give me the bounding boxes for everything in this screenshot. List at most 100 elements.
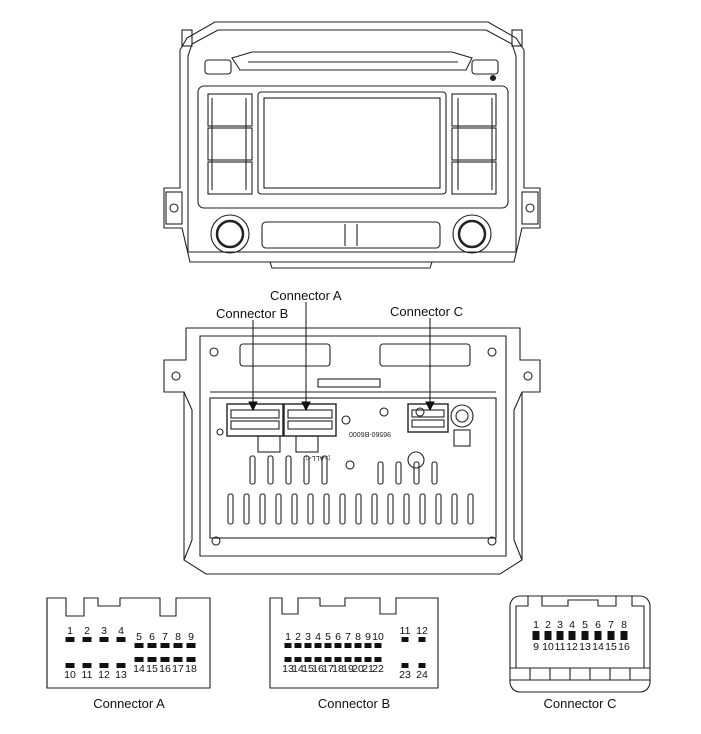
callout-connector-c: Connector C — [390, 304, 463, 319]
pin-terminal — [324, 643, 332, 648]
pin-number: 11 — [400, 625, 411, 637]
pin-number: 4 — [569, 619, 575, 631]
pin-number: 3 — [557, 619, 563, 631]
pin-terminal — [186, 643, 196, 648]
pin-number: 1 — [533, 619, 539, 631]
pin-number: 1 — [285, 631, 291, 643]
pin-terminal — [374, 643, 382, 648]
pin-number: 10 — [64, 669, 76, 681]
pin-terminal — [147, 643, 157, 648]
pin-number: 13 — [282, 663, 294, 675]
pin-number: 8 — [175, 631, 181, 643]
vent-slots — [227, 455, 474, 525]
connector-c-housing — [509, 595, 651, 693]
pin-number: 6 — [595, 619, 601, 631]
pin-number: 11 — [82, 669, 93, 681]
pin-number: 15 — [146, 663, 158, 675]
part-number-marking: 96560-B6000 — [349, 430, 391, 437]
caption-connector-b: Connector B — [317, 696, 391, 711]
pin-terminal — [82, 663, 92, 668]
pin-terminal — [581, 635, 589, 640]
pin-terminal — [160, 657, 170, 662]
pin-number: 6 — [149, 631, 155, 643]
pin-number: 9 — [188, 631, 194, 643]
pin-terminal — [594, 631, 602, 636]
pin-terminal — [607, 631, 615, 636]
pin-terminal — [532, 635, 540, 640]
pin-terminal — [65, 637, 75, 642]
pin-number: 7 — [162, 631, 168, 643]
pin-terminal — [354, 657, 362, 662]
pin-number: 16 — [159, 663, 171, 675]
pin-number: 2 — [84, 625, 90, 637]
callout-connector-a: Connector A — [270, 288, 342, 303]
pin-terminal — [160, 643, 170, 648]
pin-terminal — [186, 657, 196, 662]
pin-number: 14 — [292, 663, 304, 675]
pin-terminal — [418, 663, 426, 668]
pin-terminal — [147, 657, 157, 662]
pin-number: 3 — [305, 631, 311, 643]
pin-number: 1 — [67, 625, 73, 637]
pin-terminal — [401, 663, 409, 668]
pin-terminal — [568, 631, 576, 636]
pin-terminal — [284, 643, 292, 648]
pin-number: 17 — [172, 663, 184, 675]
pin-number: 14 — [133, 663, 145, 675]
pin-number: 17 — [322, 663, 334, 675]
pin-terminal — [334, 657, 342, 662]
pin-number: 6 — [335, 631, 341, 643]
pin-number: 2 — [295, 631, 301, 643]
pin-terminal — [354, 643, 362, 648]
pin-terminal — [116, 663, 126, 668]
pin-number: 23 — [399, 669, 411, 681]
pin-terminal — [544, 631, 552, 636]
pin-number: 10 — [372, 631, 384, 643]
pin-terminal — [99, 663, 109, 668]
pin-terminal — [401, 637, 409, 642]
caption-connector-a: Connector A — [93, 696, 165, 711]
pin-number: 4 — [315, 631, 321, 643]
pin-number: 15 — [302, 663, 314, 675]
pin-number: 10 — [542, 641, 554, 653]
pin-terminal — [82, 637, 92, 642]
callout-leaders — [248, 302, 435, 412]
pin-terminal — [532, 631, 540, 636]
pin-terminal — [374, 657, 382, 662]
pin-number: 12 — [416, 625, 428, 637]
pin-number: 21 — [362, 663, 374, 675]
pin-number: 2 — [545, 619, 551, 631]
pin-number: 4 — [118, 625, 124, 637]
callout-connector-b: Connector B — [216, 306, 288, 321]
pin-number: 8 — [621, 619, 627, 631]
caption-connector-c: Connector C — [543, 696, 617, 711]
pin-terminal — [134, 657, 144, 662]
pin-terminal — [581, 631, 589, 636]
pin-number: 9 — [533, 641, 539, 653]
connector-a-housing — [46, 597, 211, 689]
pin-terminal — [594, 635, 602, 640]
pin-number: 12 — [98, 669, 110, 681]
pin-terminal — [344, 643, 352, 648]
pin-terminal — [324, 657, 332, 662]
pin-terminal — [556, 635, 564, 640]
pin-terminal — [304, 657, 312, 662]
pin-terminal — [99, 637, 109, 642]
pin-number: 7 — [608, 619, 614, 631]
pin-terminal — [568, 635, 576, 640]
pin-number: 19 — [342, 663, 354, 675]
pin-number: 16 — [312, 663, 324, 675]
pin-terminal — [65, 663, 75, 668]
pin-number: 15 — [605, 641, 617, 653]
arrow-marking: ▷ALL◁ — [306, 454, 330, 461]
pin-terminal — [544, 635, 552, 640]
pin-terminal — [556, 631, 564, 636]
head-unit-rear-view — [163, 327, 541, 575]
pin-number: 5 — [582, 619, 588, 631]
pin-terminal — [364, 657, 372, 662]
pin-number: 9 — [365, 631, 371, 643]
